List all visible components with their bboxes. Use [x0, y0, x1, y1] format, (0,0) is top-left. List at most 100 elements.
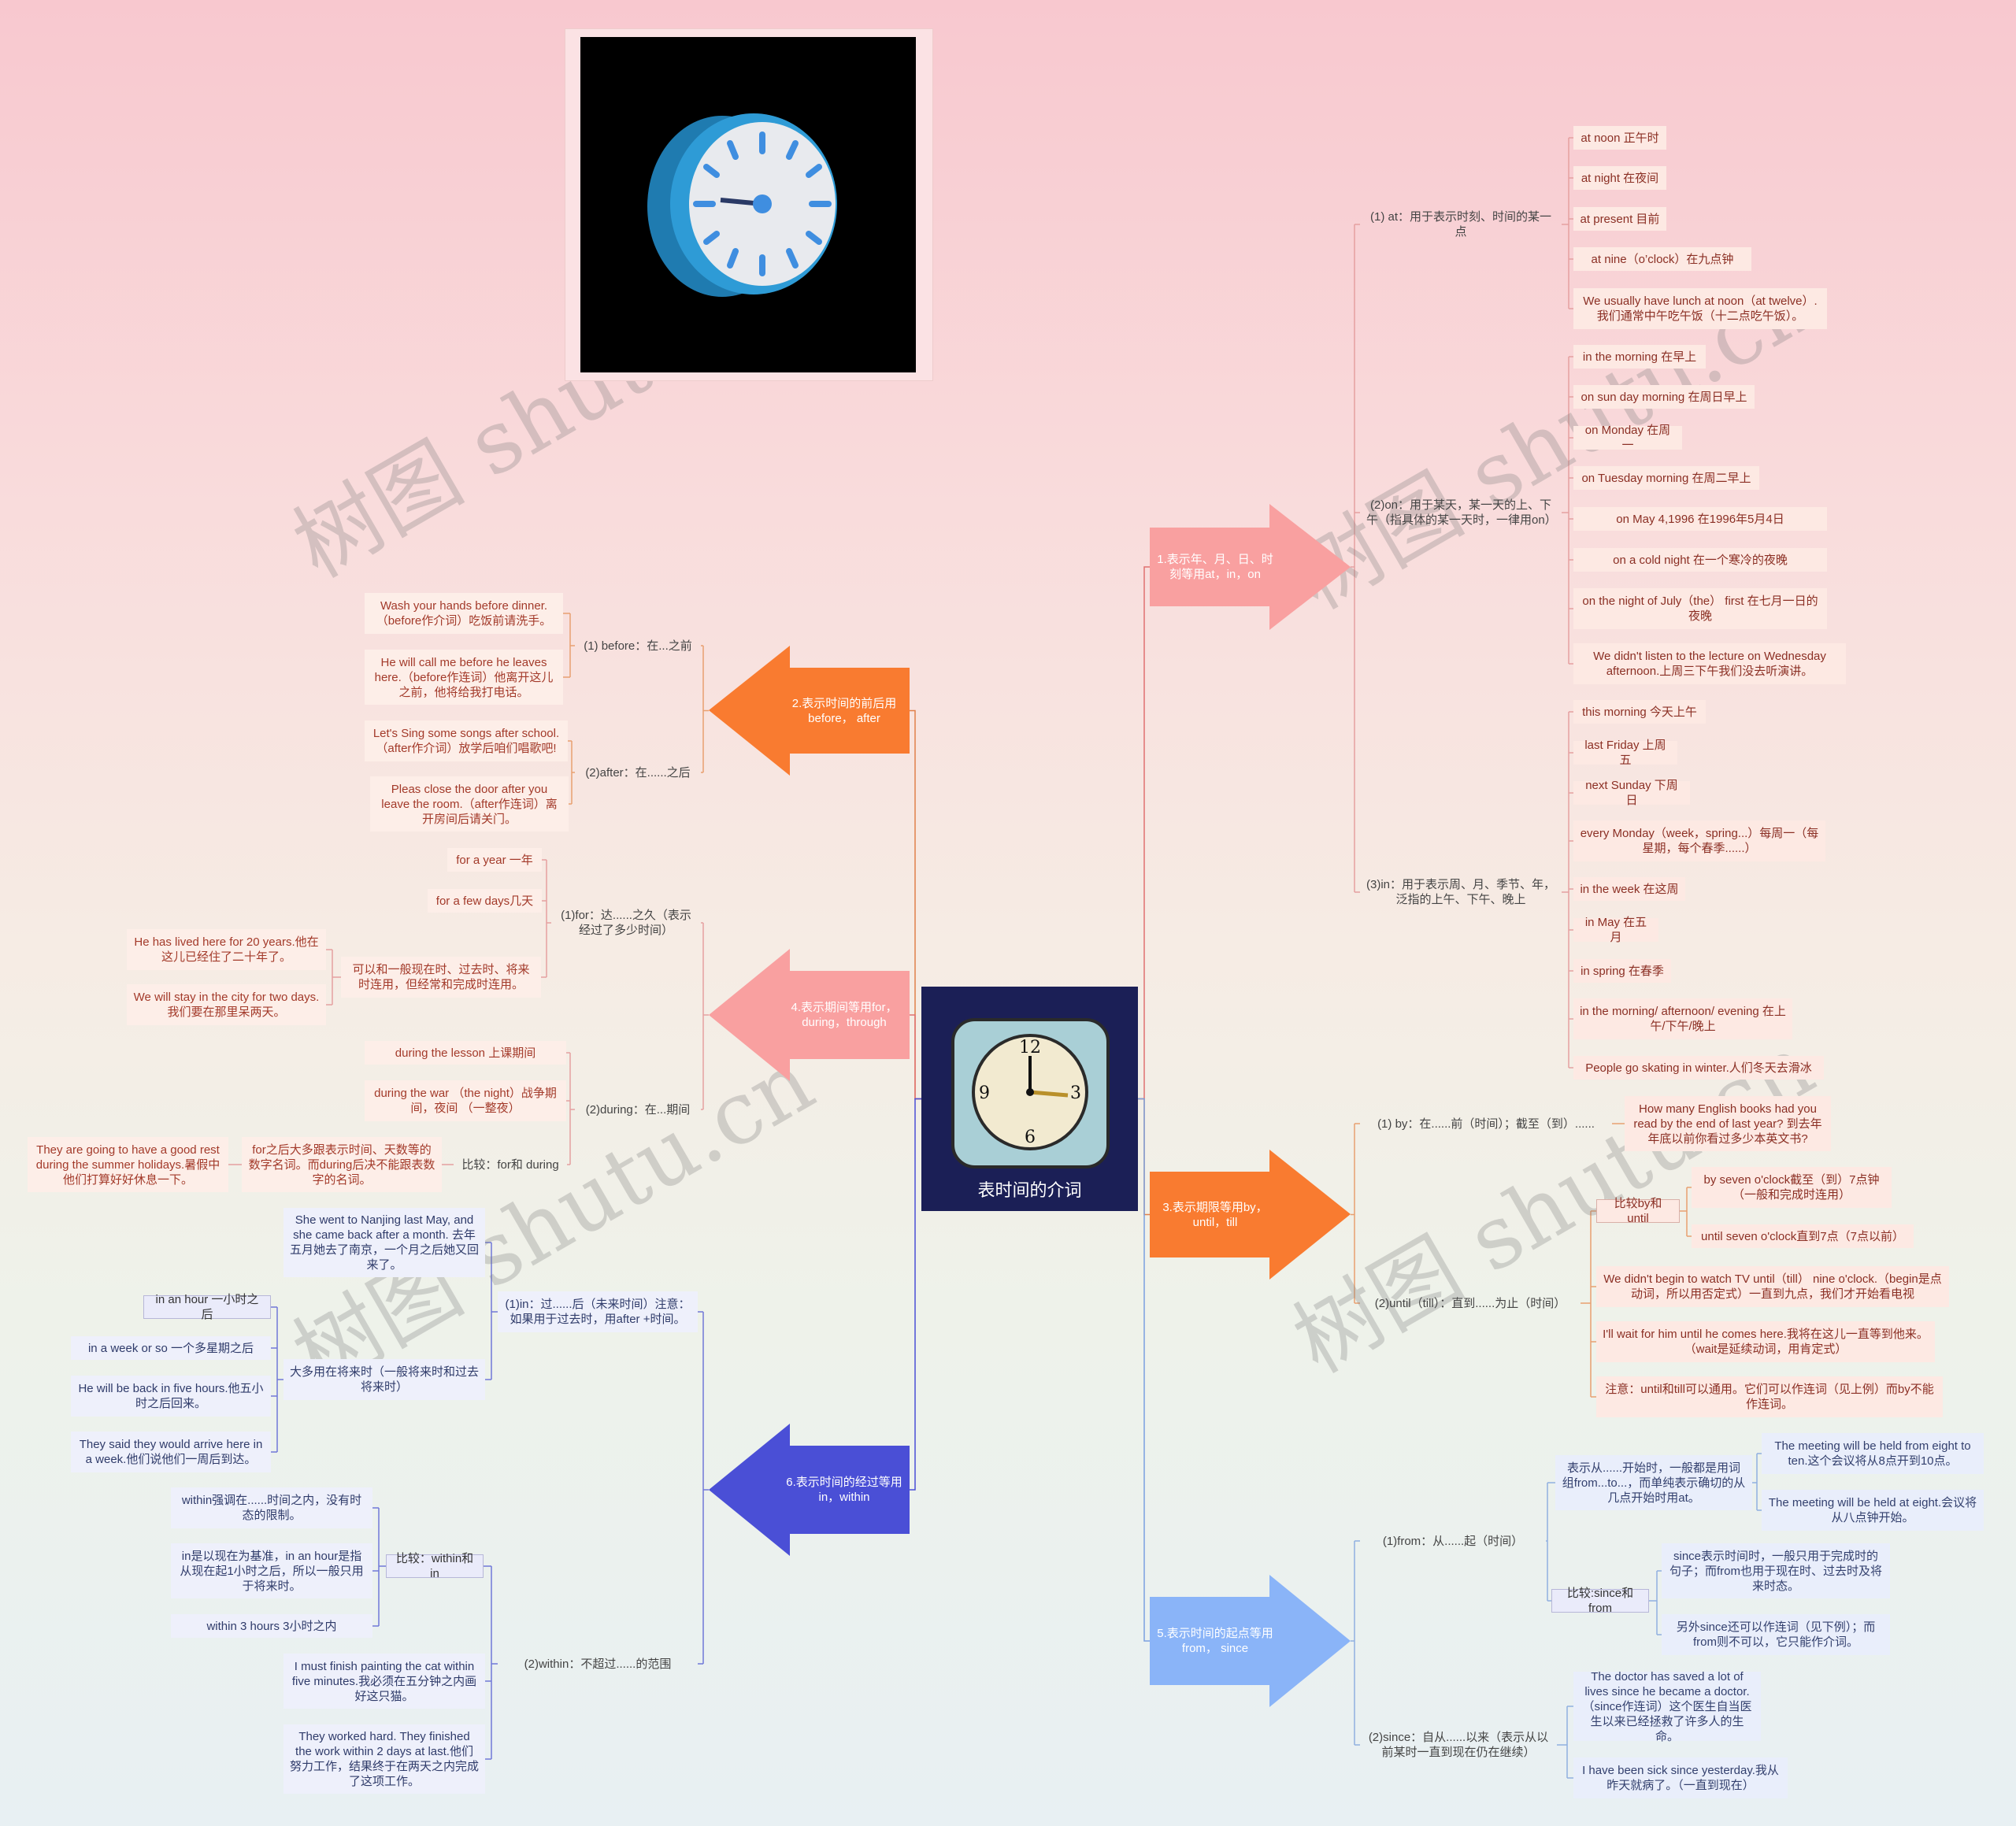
- r1a2[interactable]: at night 在夜间: [1573, 166, 1666, 190]
- branch-4-arrow[interactable]: 4.表示期间等用for，during，through: [709, 949, 910, 1081]
- l6b0[interactable]: 比较：within和in: [386, 1552, 484, 1580]
- l4a32[interactable]: We will stay in the city for two days.我们…: [127, 984, 326, 1025]
- l6a1[interactable]: She went to Nanjing last May, and she ca…: [284, 1208, 485, 1277]
- svg-text:12: 12: [1019, 1038, 1041, 1057]
- connector: [910, 1098, 921, 1491]
- r1c8[interactable]: in the morning/ afternoon/ evening 在上午/下…: [1573, 998, 1792, 1039]
- r5a12[interactable]: 另外since还可以作连词（见下例）；而from则不可以，它只能作介词。: [1662, 1614, 1890, 1655]
- r3a1[interactable]: How many English books had you read by t…: [1625, 1096, 1831, 1151]
- r3b02[interactable]: until seven o'clock直到7点（7点以前）: [1692, 1224, 1914, 1248]
- l6a21[interactable]: in an hour 一小时之后: [143, 1293, 271, 1321]
- r5b[interactable]: (2)since：自从......以来（表示从以前某时一直到现在仍在继续）: [1368, 1731, 1549, 1759]
- l4a3[interactable]: 可以和一般现在时、过去时、将来时连用，但经常和完成时连用。: [341, 957, 541, 998]
- r5a11[interactable]: since表示时间时，一般只用于完成时的句子；而from也用于现在时、过去时及将…: [1662, 1543, 1890, 1598]
- r1c5[interactable]: in the week 在这周: [1573, 877, 1685, 901]
- r1c2[interactable]: last Friday 上周五: [1573, 739, 1677, 767]
- svg-text:6: 6: [1025, 1128, 1036, 1147]
- l2a1[interactable]: Wash your hands before dinner.（before作介词…: [365, 593, 563, 634]
- r1c4[interactable]: every Monday（week，spring...）每周一（每星期，每个春季…: [1573, 820, 1825, 861]
- connector: [1138, 1098, 1150, 1642]
- r1a[interactable]: (1) at：用于表示时刻、时间的某一点: [1369, 210, 1551, 239]
- l6b[interactable]: (2)within：不超过......的范围: [524, 1657, 672, 1671]
- connector: [1138, 566, 1150, 1100]
- l4a2[interactable]: for a few days几天: [428, 889, 542, 913]
- l4b31[interactable]: for之后大多跟表示时间、天数等的数字名词。而during后决不能跟表数字的名词…: [242, 1137, 442, 1192]
- r3b0[interactable]: 比较by和until: [1596, 1197, 1680, 1225]
- r1c6[interactable]: in May 在五月: [1573, 916, 1658, 944]
- r3b[interactable]: (2)until（till）：直到......为止（时间）: [1374, 1296, 1566, 1310]
- r1b4[interactable]: on Tuesday morning 在周二早上: [1573, 466, 1759, 490]
- l4b1[interactable]: during the lesson 上课期间: [365, 1041, 566, 1065]
- l2b1[interactable]: Let's Sing some songs after school.（afte…: [365, 720, 568, 761]
- r1b7[interactable]: on the night of July（the） first 在七月一日的夜晚: [1573, 588, 1827, 629]
- branch-5-arrow[interactable]: 5.表示时间的起点等用from， since: [1150, 1575, 1351, 1707]
- l4a1[interactable]: for a year 一年: [447, 848, 542, 872]
- branch-3-arrow[interactable]: 3.表示期限等用by，until，till: [1150, 1150, 1351, 1280]
- r1b6[interactable]: on a cold night 在一个寒冷的夜晚: [1573, 548, 1827, 572]
- r5a[interactable]: (1)from：从......起（时间）: [1382, 1534, 1524, 1548]
- l4b311[interactable]: They are going to have a good rest durin…: [28, 1137, 228, 1192]
- branch-6-arrow[interactable]: 6.表示时间的经过等用in，within: [709, 1424, 910, 1556]
- r1a1[interactable]: at noon 正午时: [1573, 126, 1666, 150]
- branch-2-arrow[interactable]: 2.表示时间的前后用before， after: [709, 646, 910, 776]
- r1a5[interactable]: We usually have lunch at noon（at twelve）…: [1573, 288, 1827, 329]
- central-topic[interactable]: 12 3 6 9 表时间的介词: [921, 987, 1138, 1211]
- branch-4-title: 4.表示期间等用for，during，through: [791, 1001, 898, 1029]
- l6a24[interactable]: They said they would arrive here in a we…: [71, 1432, 271, 1472]
- r1b5[interactable]: on May 4,1996 在1996年5月4日: [1573, 507, 1827, 531]
- l6a2[interactable]: 大多用在将来时（一般将来时和过去将来时）: [284, 1359, 485, 1400]
- branch-2-title: 2.表示时间的前后用before， after: [791, 696, 897, 725]
- r5a1[interactable]: 比较:since和from: [1551, 1587, 1649, 1615]
- l2a[interactable]: (1) before：在...之前: [584, 639, 692, 653]
- l6a23[interactable]: He will be back in five hours.他五小时之后回来。: [71, 1376, 271, 1417]
- r1c9[interactable]: People go skating in winter.人们冬天去滑冰: [1573, 1056, 1824, 1080]
- l6b01[interactable]: within强调在......时间之内，没有时态的限制。: [171, 1487, 372, 1528]
- clock-image-frame: [565, 28, 933, 381]
- r1c1[interactable]: this morning 今天上午: [1573, 700, 1706, 724]
- r1b1[interactable]: in the morning 在早上: [1573, 345, 1706, 369]
- r5b2[interactable]: I have been sick since yesterday.我从昨天就病了…: [1573, 1757, 1788, 1798]
- r5a01[interactable]: The meeting will be held from eight to t…: [1762, 1433, 1984, 1474]
- clock-icon: 12 3 6 9: [951, 1018, 1110, 1169]
- r1b3[interactable]: on Monday 在周一: [1573, 424, 1682, 452]
- r1c7[interactable]: in spring 在春季: [1573, 959, 1671, 983]
- svg-text:3: 3: [1070, 1083, 1081, 1103]
- r1b8[interactable]: We didn't listen to the lecture on Wedne…: [1573, 643, 1846, 684]
- r3b3[interactable]: 注意：until和till可以通用。它们可以作连词（见上例）而by不能作连词。: [1596, 1376, 1943, 1417]
- l2b2[interactable]: Pleas close the door after you leave the…: [370, 776, 569, 832]
- r3b01[interactable]: by seven o'clock截至（到）7点钟（一般和完成时连用）: [1692, 1167, 1892, 1208]
- branch-1-arrow[interactable]: 1.表示年、月、日、时刻等用at，in，on: [1150, 504, 1351, 630]
- r5a02[interactable]: The meeting will be held at eight.会议将从八点…: [1762, 1490, 1984, 1531]
- branch-3-title: 3.表示期限等用by，until，till: [1162, 1200, 1268, 1229]
- l6b03[interactable]: within 3 hours 3小时之内: [171, 1614, 372, 1638]
- r3b2[interactable]: I'll wait for him until he comes here.我将…: [1596, 1321, 1935, 1362]
- l6b1[interactable]: I must finish painting the cat within fi…: [284, 1654, 485, 1709]
- l6b2[interactable]: They worked hard. They finished the work…: [284, 1724, 485, 1794]
- r3a[interactable]: (1) by：在......前（时间）；截至（到）......: [1377, 1117, 1595, 1131]
- r1c[interactable]: (3)in：用于表示周、月、季节、年，泛指的上午、下午、晚上: [1366, 878, 1556, 906]
- l6b02[interactable]: in是以现在为基准，in an hour是指从现在起1小时之后，所以一般只用于将…: [171, 1543, 372, 1598]
- r1a4[interactable]: at nine（o’clock）在九点钟: [1573, 247, 1751, 271]
- l6a[interactable]: (1)in：过......后（未来时间）注意：如果用于过去时，用after +时…: [498, 1291, 698, 1332]
- clock-image: [580, 37, 916, 372]
- central-topic-title: 表时间的介词: [977, 1180, 1082, 1200]
- r3b1[interactable]: We didn't begin to watch TV until（till） …: [1596, 1266, 1949, 1307]
- l4a[interactable]: (1)for：达......之久（表示经过了多少时间）: [561, 909, 691, 937]
- l2b[interactable]: (2)after：在......之后: [585, 765, 691, 780]
- l4b2[interactable]: during the war （the night）战争期间，夜间 （一整夜）: [365, 1080, 566, 1121]
- l6a22[interactable]: in a week or so 一个多星期之后: [71, 1336, 271, 1360]
- l2a2[interactable]: He will call me before he leaves here.（b…: [365, 650, 563, 705]
- l4b3[interactable]: 比较：for和 during: [461, 1157, 559, 1172]
- r1b[interactable]: (2)on：用于某天，某一天的上、下午（指具体的某一天时，一律用on）: [1366, 498, 1557, 527]
- branch-5-title: 5.表示时间的起点等用from， since: [1157, 1627, 1273, 1655]
- r1b2[interactable]: on sun day morning 在周日早上: [1573, 385, 1755, 409]
- r5a0[interactable]: 表示从......开始时，一般都是用词组from...to...，而单纯表示确切…: [1555, 1455, 1752, 1510]
- r5b1[interactable]: The doctor has saved a lot of lives sinc…: [1573, 1670, 1761, 1743]
- r1a3[interactable]: at present 目前: [1573, 207, 1666, 231]
- branch-1-title: 1.表示年、月、日、时刻等用at，in，on: [1157, 553, 1273, 581]
- r1c3[interactable]: next Sunday 下周日: [1573, 779, 1690, 807]
- branch-6-title: 6.表示时间的经过等用in，within: [786, 1476, 902, 1504]
- l4b[interactable]: (2)during：在...期间: [585, 1102, 691, 1117]
- l4a31[interactable]: He has lived here for 20 years.他在这儿已经住了二…: [127, 929, 326, 970]
